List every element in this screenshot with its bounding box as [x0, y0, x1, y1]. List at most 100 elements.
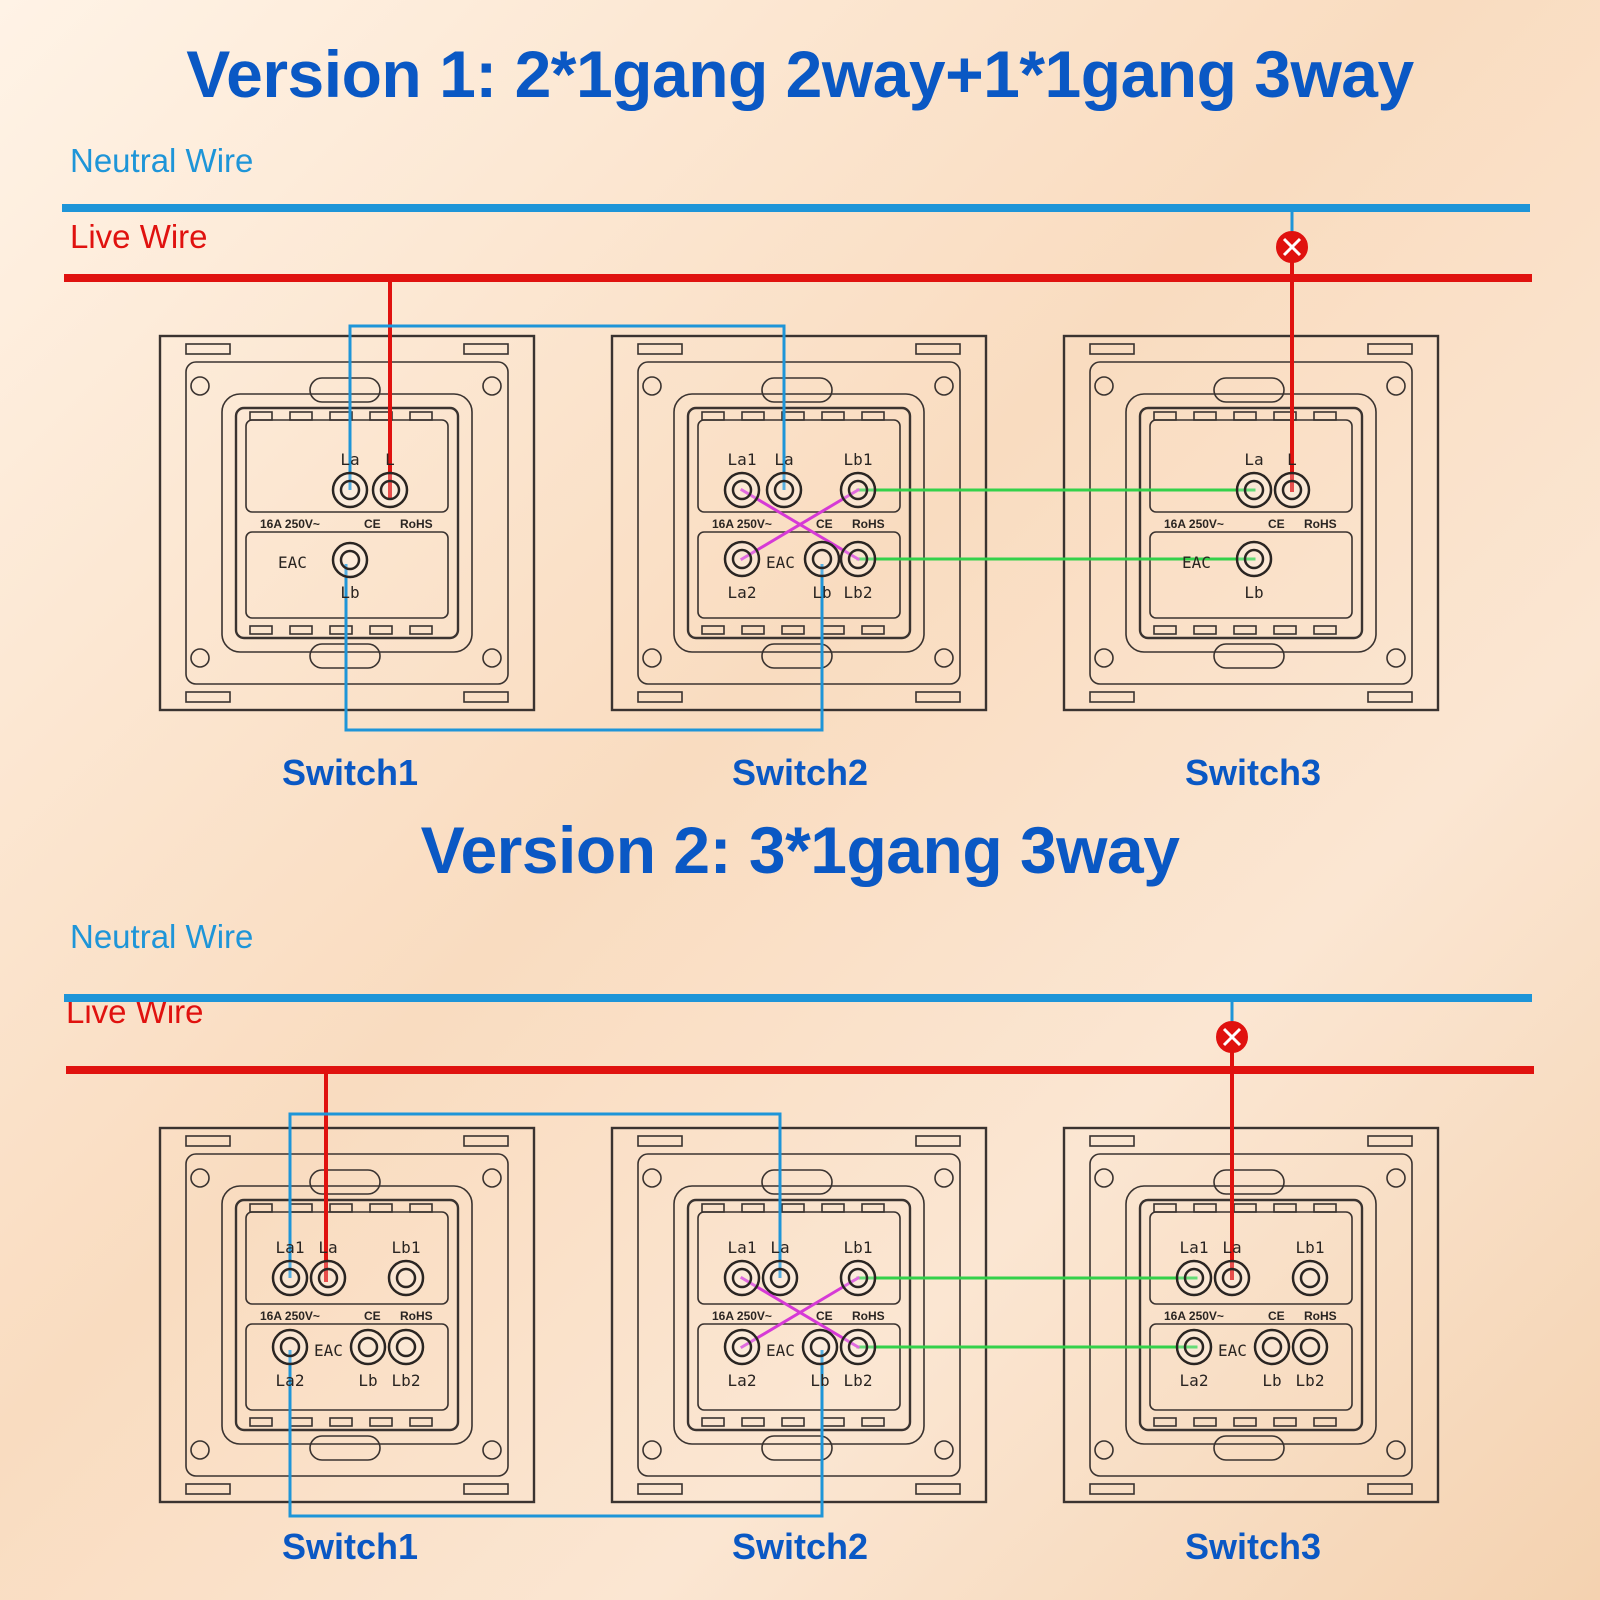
v2-link-s1-s2-bottom	[288, 1350, 824, 1518]
screw-hole	[190, 1440, 210, 1460]
v2-s2-terminal-lb-screw	[809, 1336, 831, 1358]
housing-clip	[289, 625, 313, 635]
housing-clip	[1233, 1203, 1257, 1213]
v1-s1-label-lb: Lb	[340, 583, 359, 602]
v1-s2-label-la2: La2	[728, 583, 757, 602]
housing-clip	[1193, 1417, 1217, 1427]
v2-s1-terminal-lb1	[387, 1259, 425, 1297]
edge-notch	[637, 343, 683, 355]
housing-clip	[249, 625, 273, 635]
edge-notch	[1089, 1135, 1135, 1147]
edge-notch	[463, 343, 509, 355]
ce-mark: CE	[364, 1309, 381, 1323]
housing-clip	[821, 411, 845, 421]
v1-s1-terminal-la-screw	[339, 479, 361, 501]
v2-s1-terminal-la1	[271, 1259, 309, 1297]
v2-link-s1-s2-top	[288, 1112, 782, 1278]
v1-switch2-label: Switch2	[731, 752, 869, 793]
v2-s1-terminal-lb-screw	[357, 1336, 379, 1358]
v1-s3-terminal-l-screw	[1281, 479, 1303, 501]
screw-hole	[1094, 1440, 1114, 1460]
housing-clip	[1273, 625, 1297, 635]
housing-clip	[821, 625, 845, 635]
v2-s3-label-la2: La2	[1180, 1371, 1209, 1390]
v2-s2-terminal-la-screw	[769, 1267, 791, 1289]
ce-mark: CE	[1268, 517, 1285, 531]
housing-clip	[1313, 411, 1337, 421]
rohs-mark: RoHS	[852, 517, 885, 531]
v2-s1-label-la2: La2	[276, 1371, 305, 1390]
v2-s1-label-la1: La1	[276, 1238, 305, 1257]
screw-hole	[1094, 376, 1114, 396]
v1-lamp-icon-cross-b	[1282, 237, 1302, 257]
screw-hole	[642, 1168, 662, 1188]
screw-hole	[1386, 648, 1406, 668]
plate-frame	[1062, 334, 1440, 712]
v2x-s2-a	[723, 471, 761, 509]
screw-hole	[482, 1168, 502, 1188]
housing-clip	[409, 625, 433, 635]
mount-slot	[1213, 1169, 1285, 1195]
eac-mark: EAC	[1182, 553, 1211, 572]
v2-s1-terminal-lb	[349, 1328, 387, 1366]
v2-s1-label-la: La	[318, 1238, 337, 1257]
ce-mark: CE	[364, 517, 381, 531]
v1-neutral-label: Neutral Wire	[70, 142, 254, 179]
housing-clip	[1233, 411, 1257, 421]
v1-s2-terminal-lb2-screw	[847, 548, 869, 570]
v2-s1-terminal-la2-screw	[279, 1336, 301, 1358]
rohs-mark: RoHS	[400, 1309, 433, 1323]
lower-terminal-block	[1149, 531, 1353, 619]
mount-slot	[309, 1169, 381, 1195]
housing-clip	[289, 1417, 313, 1427]
v1-s3-label-lb: Lb	[1244, 583, 1263, 602]
screw-hole	[934, 1168, 954, 1188]
edge-notch	[1367, 1483, 1413, 1495]
v2-s1-label-lb1: Lb1	[392, 1238, 421, 1257]
ce-mark: CE	[816, 517, 833, 531]
plate-frame	[610, 1126, 988, 1504]
screw-hole	[934, 1440, 954, 1460]
screw-hole	[934, 376, 954, 396]
mechanism-body	[234, 1198, 460, 1432]
housing-clip	[1193, 1203, 1217, 1213]
v2-s2-terminal-lb1-screw	[847, 1267, 869, 1289]
v2-s3-terminal-lb2-screw	[1299, 1336, 1321, 1358]
housing-clip	[1153, 411, 1177, 421]
v1-link-s1-s2-bottom	[344, 564, 824, 732]
mechanism-body	[1138, 406, 1364, 640]
v2-s1-label-lb: Lb	[358, 1371, 377, 1390]
v1-s2-label-lb: Lb	[812, 583, 831, 602]
rating-text: 16A 250V~	[260, 517, 320, 531]
screw-hole	[1094, 648, 1114, 668]
mount-slot	[1213, 1435, 1285, 1461]
mechanism-housing	[1125, 1185, 1377, 1445]
v2-s3-terminal-lb-screw	[1261, 1336, 1283, 1358]
rating-text: 16A 250V~	[712, 517, 772, 531]
v2-lamp-icon-cross-b	[1222, 1027, 1242, 1047]
edge-notch	[463, 691, 509, 703]
v2-bridge-b	[739, 1275, 861, 1350]
plate-frame	[1062, 1126, 1440, 1504]
housing-clip	[329, 411, 353, 421]
rohs-mark: RoHS	[1304, 517, 1337, 531]
housing-clip	[741, 1417, 765, 1427]
v2-s3-label-lb1: Lb1	[1296, 1238, 1325, 1257]
edge-notch	[185, 1135, 231, 1147]
edge-notch	[1367, 691, 1413, 703]
v2-s1-terminal-la-screw	[317, 1267, 339, 1289]
screw-hole	[482, 648, 502, 668]
plate-frame	[158, 1126, 536, 1504]
v1-s2-label-la1: La1	[728, 450, 757, 469]
edge-notch	[1367, 1135, 1413, 1147]
edge-notch	[1367, 343, 1413, 355]
mount-slot	[309, 1435, 381, 1461]
v2-s3-terminal-la1	[1175, 1259, 1213, 1297]
v2-switch3-label: Switch3	[1184, 1526, 1322, 1567]
housing-clip	[369, 625, 393, 635]
edge-notch	[915, 1135, 961, 1147]
v2-s2-terminal-lb2	[839, 1328, 877, 1366]
housing-clip	[781, 1203, 805, 1213]
